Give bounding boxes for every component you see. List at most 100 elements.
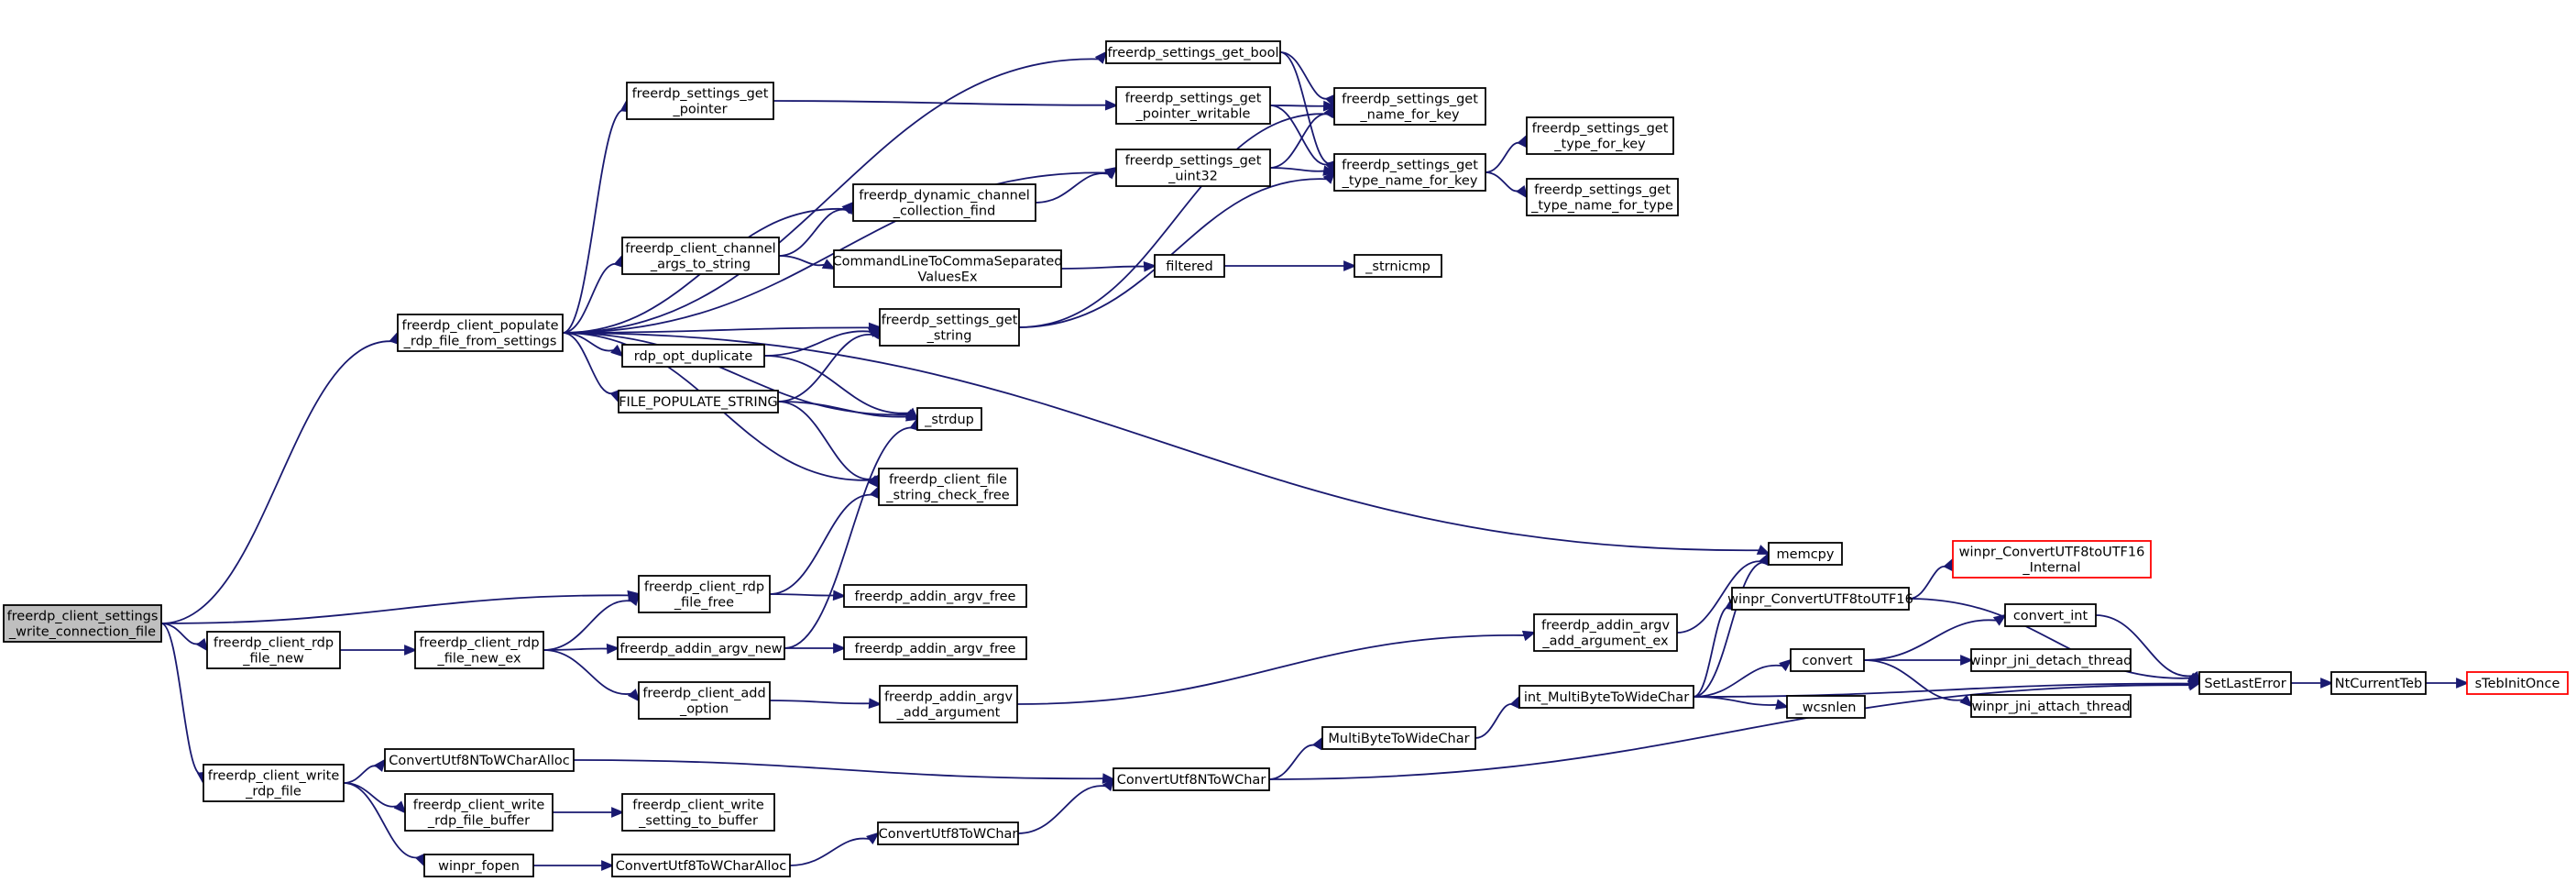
call-edge-populate-to-channel_args_to_string bbox=[562, 253, 624, 334]
call-edge-nt_current_teb-to-teb_init_once bbox=[2426, 678, 2470, 689]
function-node-rdp-file-free[interactable]: freerdp_client_rdp_file_free bbox=[638, 575, 771, 613]
call-edge-conv_utf8n_alloc-to-conv_utf8n bbox=[573, 759, 1116, 784]
function-node-memcpy[interactable]: memcpy bbox=[1768, 542, 1843, 566]
function-node-write-rdp-file-buffer[interactable]: freerdp_client_write_rdp_file_buffer bbox=[404, 793, 554, 832]
function-node-box bbox=[1790, 648, 1865, 672]
function-node-box bbox=[1970, 694, 2132, 718]
function-node-channel-args-to-string[interactable]: freerdp_client_channel_args_to_string bbox=[621, 237, 780, 275]
function-node-conv-utf8-alloc[interactable]: ConvertUtf8ToWCharAlloc bbox=[611, 854, 791, 877]
function-node-set-last-error[interactable]: SetLastError bbox=[2198, 671, 2292, 695]
function-node-conv-utf8n-alloc[interactable]: ConvertUtf8NToWCharAlloc bbox=[384, 748, 575, 772]
function-node-populate[interactable]: freerdp_client_populate_rdp_file_from_se… bbox=[397, 314, 564, 352]
function-node-conv-utf8n[interactable]: ConvertUtf8NToWChar bbox=[1113, 767, 1270, 791]
function-node-write-rdp-file[interactable]: freerdp_client_write_rdp_file bbox=[203, 764, 345, 802]
function-node-wcsnlen[interactable]: _wcsnlen bbox=[1786, 695, 1866, 719]
function-node-jni-attach[interactable]: winpr_jni_attach_thread bbox=[1970, 694, 2132, 718]
call-edge-write_rdp_file-to-conv_utf8n_alloc bbox=[343, 758, 387, 784]
function-node-box bbox=[621, 344, 765, 368]
function-node-label: freerdp_client_rdp bbox=[214, 636, 334, 651]
function-node-label: ConvertUtf8NToWChar bbox=[1117, 773, 1266, 788]
function-node-get-pointer[interactable]: freerdp_settings_get_pointer bbox=[626, 82, 774, 120]
function-node-box bbox=[3, 604, 162, 643]
function-node-channel-collection-find[interactable]: freerdp_dynamic_channel_collection_find bbox=[852, 183, 1036, 222]
function-node-label: winpr_ConvertUTF8toUTF16 bbox=[1727, 592, 1913, 607]
function-node-get-bool[interactable]: freerdp_settings_get_bool bbox=[1105, 40, 1281, 64]
function-node-addin-argv-new[interactable]: freerdp_addin_argv_new bbox=[617, 636, 785, 660]
call-edge-channel_args_to_string-to-cmdline_comma bbox=[778, 255, 837, 270]
function-node-box bbox=[916, 407, 982, 431]
function-node-label: MultiByteToWideChar bbox=[1328, 732, 1469, 746]
function-node-argv-free-2[interactable]: freerdp_addin_argv_free bbox=[843, 636, 1027, 660]
function-node-label: ValuesEx bbox=[917, 270, 978, 285]
function-node-file-populate-string[interactable]: FILE_POPULATE_STRING bbox=[618, 390, 779, 413]
function-node-label: _wcsnlen bbox=[1795, 700, 1857, 715]
function-node-nt-current-teb[interactable]: NtCurrentTeb bbox=[2330, 671, 2427, 695]
function-node-label: freerdp_client_write bbox=[413, 799, 545, 813]
function-node-label: _type_name_for_type bbox=[1530, 199, 1673, 214]
function-node-convert-int[interactable]: convert_int bbox=[2004, 603, 2097, 627]
function-node-get-pointer-writable[interactable]: freerdp_settings_get_pointer_writable bbox=[1115, 86, 1271, 125]
function-node-label: _add_argument_ex bbox=[1541, 634, 1669, 649]
function-node-filtered[interactable]: filtered bbox=[1154, 254, 1225, 278]
call-edge-int_mb2wc-to-convert bbox=[1693, 658, 1792, 698]
call-edge-convert-to-jni_detach bbox=[1864, 655, 1974, 666]
function-node-mb2wc[interactable]: MultiByteToWideChar bbox=[1321, 726, 1476, 750]
function-node-get-string[interactable]: freerdp_settings_get_string bbox=[879, 308, 1020, 347]
function-node-box bbox=[617, 636, 785, 660]
function-node-convert[interactable]: convert bbox=[1790, 648, 1865, 672]
function-node-label: freerdp_dynamic_channel bbox=[859, 189, 1030, 204]
function-node-label: filtered bbox=[1166, 259, 1213, 274]
function-node-get-uint32[interactable]: freerdp_settings_get_uint32 bbox=[1115, 149, 1271, 187]
function-node-get-type-for-key[interactable]: freerdp_settings_get_type_for_key bbox=[1526, 116, 1674, 155]
function-node-label: freerdp_addin_argv_free bbox=[855, 590, 1016, 604]
function-node-get-type-name-for-key[interactable]: freerdp_settings_get_type_name_for_key bbox=[1333, 153, 1486, 192]
function-node-box bbox=[414, 631, 544, 669]
function-node-label: convert bbox=[1802, 654, 1852, 668]
function-node-argv-free-1[interactable]: freerdp_addin_argv_free bbox=[843, 584, 1027, 608]
function-node-label: memcpy bbox=[1777, 547, 1835, 562]
function-node-winpr-fopen[interactable]: winpr_fopen bbox=[423, 854, 534, 877]
function-node-get-name-for-key[interactable]: freerdp_settings_get_name_for_key bbox=[1333, 87, 1486, 126]
function-node-get-type-name-for-type[interactable]: freerdp_settings_get_type_name_for_type bbox=[1526, 178, 1679, 216]
function-node-label: winpr_jni_detach_thread bbox=[1970, 654, 2132, 668]
function-node-box bbox=[2004, 603, 2097, 627]
function-node-conv-utf8[interactable]: ConvertUtf8ToWChar bbox=[877, 821, 1019, 845]
function-node-label: NtCurrentTeb bbox=[2335, 677, 2423, 691]
function-node-box bbox=[877, 821, 1019, 845]
function-node-teb-init-once[interactable]: sTebInitOnce bbox=[2466, 671, 2569, 695]
function-node-strdup[interactable]: _strdup bbox=[916, 407, 982, 431]
function-node-jni-detach[interactable]: winpr_jni_detach_thread bbox=[1970, 648, 2132, 672]
function-node-label: _string bbox=[926, 329, 972, 344]
function-node-strnicmp[interactable]: _strnicmp bbox=[1354, 254, 1442, 278]
function-node-label: _type_name_for_key bbox=[1342, 174, 1478, 189]
function-node-winpr-utf8-to-utf16[interactable]: winpr_ConvertUTF8toUTF16 bbox=[1727, 587, 1913, 611]
function-node-box bbox=[1115, 149, 1271, 187]
function-node-write-setting-to-buffer[interactable]: freerdp_client_write_setting_to_buffer bbox=[621, 793, 775, 832]
function-node-box bbox=[1518, 685, 1694, 709]
call-edge-mb2wc-to-int_mb2wc bbox=[1474, 694, 1521, 739]
function-node-box bbox=[638, 575, 771, 613]
function-node-box bbox=[203, 764, 345, 802]
call-edge-rdp_file_new_ex-to-rdp_file_free bbox=[543, 592, 641, 651]
function-node-box bbox=[1113, 767, 1270, 791]
function-node-add-option[interactable]: freerdp_client_add_option bbox=[638, 681, 771, 720]
call-edge-file_populate_string-to-strdup bbox=[777, 401, 920, 422]
function-node-box bbox=[1333, 153, 1486, 192]
function-node-rdp-opt-duplicate[interactable]: rdp_opt_duplicate bbox=[621, 344, 765, 368]
function-node-label: freerdp_settings_get bbox=[882, 314, 1018, 328]
function-node-rdp-file-new-ex[interactable]: freerdp_client_rdp_file_new_ex bbox=[414, 631, 544, 669]
function-node-label: freerdp_client_settings bbox=[7, 610, 159, 624]
function-node-utf8-to-utf16-internal[interactable]: winpr_ConvertUTF8toUTF16_Internal bbox=[1952, 540, 2152, 579]
function-node-int-mb2wc[interactable]: int_MultiByteToWideChar bbox=[1518, 685, 1694, 709]
function-node-root[interactable]: freerdp_client_settings_write_connection… bbox=[3, 604, 162, 643]
function-node-label: _string_check_free bbox=[885, 489, 1009, 503]
function-node-label: _add_argument bbox=[896, 706, 1001, 721]
function-node-rdp-file-new[interactable]: freerdp_client_rdp_file_new bbox=[206, 631, 341, 669]
function-node-box bbox=[852, 183, 1036, 222]
function-node-add-argument-ex[interactable]: freerdp_addin_argv_add_argument_ex bbox=[1533, 613, 1678, 652]
call-edge-channel_args_to_string-to-channel_collection_find bbox=[778, 200, 855, 257]
call-edge-get_pointer-to-get_pointer_writable bbox=[773, 99, 1119, 111]
function-node-string-check-free[interactable]: freerdp_client_file_string_check_free bbox=[878, 468, 1018, 506]
function-node-add-argument[interactable]: freerdp_addin_argv_add_argument bbox=[879, 685, 1018, 723]
